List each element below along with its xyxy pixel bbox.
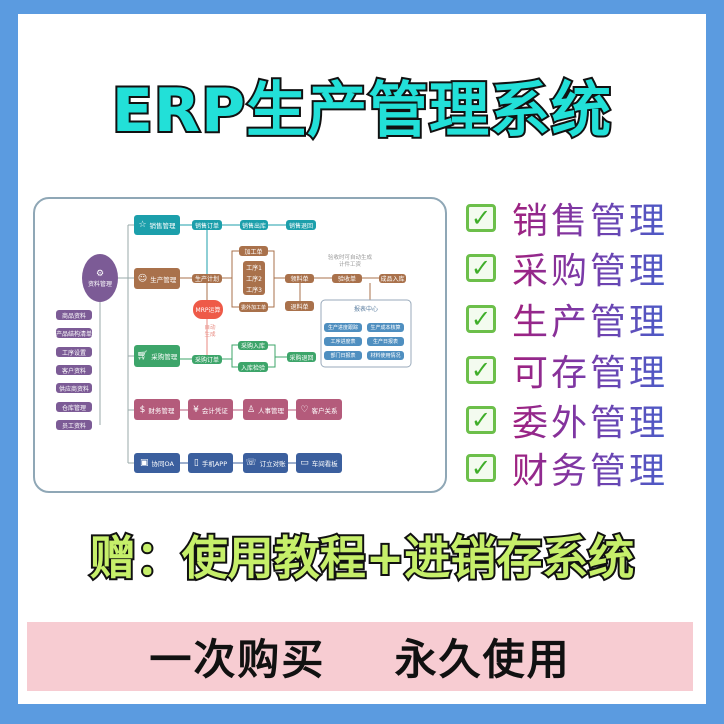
master-data-item[interactable]: 产品结构清单: [56, 328, 92, 338]
phone-icon: ▯: [193, 458, 199, 468]
checkbox-checked-icon: ✓: [466, 305, 496, 333]
feature-item: ✓委外管理: [466, 397, 668, 444]
checkbox-checked-icon: ✓: [466, 406, 496, 434]
module-finance[interactable]: $财务管理: [134, 399, 180, 420]
hub-data-management[interactable]: ⚙资料管理: [82, 254, 118, 302]
module-sales[interactable]: ☆销售管理: [134, 215, 180, 235]
worker-icon: ☺: [137, 273, 148, 284]
module-oa[interactable]: ▣协同OA: [134, 453, 180, 473]
star-icon: ☆: [138, 220, 147, 230]
customer-relations[interactable]: ♡客户关系: [296, 399, 342, 420]
feature-item: ✓生产管理: [466, 296, 668, 343]
report-item[interactable]: 材料使用情况: [367, 351, 404, 360]
work-order[interactable]: 加工单: [239, 246, 268, 256]
report-item[interactable]: 工序进度表: [324, 337, 362, 346]
cart-icon: 🛒︎: [136, 351, 149, 361]
accounting-voucher[interactable]: ¥会计凭证: [188, 399, 233, 420]
person-icon: ♙: [246, 404, 256, 415]
feature-item: ✓财务管理: [466, 445, 668, 492]
dollar-icon: $: [139, 404, 146, 415]
report-center-title: 报表中心: [353, 306, 378, 313]
slogan-band: 一次购买 永久使用: [27, 622, 693, 691]
report-item[interactable]: 生产成本核算: [367, 323, 404, 332]
page-title: ERP生产管理系统: [110, 74, 613, 148]
inbound-inspection[interactable]: 入库检验: [238, 362, 268, 372]
purchase-return[interactable]: 采购退回: [287, 352, 316, 362]
piecework-note: 验收时可自动生成计件工资: [328, 255, 373, 268]
checkbox-checked-icon: ✓: [466, 454, 496, 482]
purchase-order[interactable]: 采购订单: [192, 355, 222, 364]
report-item[interactable]: 生产日报表: [367, 337, 404, 346]
checkbox-checked-icon: ✓: [466, 356, 496, 384]
material-return[interactable]: 退料单: [285, 301, 314, 311]
master-data-item[interactable]: 商品资料: [56, 310, 92, 320]
handshake-icon: ♡: [300, 404, 309, 415]
report-item[interactable]: 生产进度跟踪: [324, 323, 362, 332]
briefcase-icon: ▣: [140, 458, 149, 468]
material-pick[interactable]: 领料单: [285, 274, 314, 283]
workshop-board[interactable]: ▭车间看板: [296, 453, 342, 473]
checkbox-checked-icon: ✓: [466, 204, 496, 232]
hr-management[interactable]: ♙人事管理: [243, 399, 288, 420]
module-production[interactable]: ☺生产管理: [134, 268, 180, 289]
acceptance[interactable]: 验收单: [332, 274, 362, 283]
gear-icon: ⚙: [95, 268, 105, 279]
reconciliation[interactable]: ☏订立对账: [243, 453, 288, 473]
outsource-order[interactable]: 委外加工单: [239, 302, 268, 312]
checkbox-checked-icon: ✓: [466, 254, 496, 282]
feature-item: ✓可存管理: [466, 347, 668, 394]
master-data-item[interactable]: 员工资料: [56, 420, 92, 430]
feature-item: ✓采购管理: [466, 245, 668, 292]
master-data-item[interactable]: 供应商资料: [56, 383, 92, 393]
module-purchase[interactable]: 🛒︎采购管理: [134, 345, 180, 367]
sales-order[interactable]: 销售订单: [192, 220, 222, 230]
master-data-item[interactable]: 仓库管理: [56, 402, 92, 412]
master-data-item[interactable]: 工序设置: [56, 347, 92, 357]
gift-banner: 赠：使用教程+进销存系统: [88, 529, 637, 587]
production-plan[interactable]: 生产计划: [192, 274, 222, 283]
master-data-item[interactable]: 客户资料: [56, 365, 92, 375]
report-item[interactable]: 部门日报表: [324, 351, 362, 360]
feature-item: ✓销售管理: [466, 195, 668, 242]
mrp-calculation[interactable]: MRP运算: [193, 300, 223, 319]
monitor-icon: ▭: [300, 458, 309, 468]
mobile-app[interactable]: ▯手机APP: [188, 453, 233, 473]
finished-goods-in[interactable]: 成品入库: [379, 274, 406, 283]
chat-icon: ☏: [245, 458, 257, 468]
sales-return[interactable]: 销售退回: [286, 220, 316, 230]
slogan-text: 一次购买 永久使用: [149, 635, 571, 684]
sales-outbound[interactable]: 销售出库: [240, 220, 268, 230]
voucher-icon: ¥: [193, 404, 199, 415]
auto-generate-label: 自动生成: [204, 325, 216, 338]
purchase-inbound[interactable]: 采购入库: [238, 341, 268, 350]
